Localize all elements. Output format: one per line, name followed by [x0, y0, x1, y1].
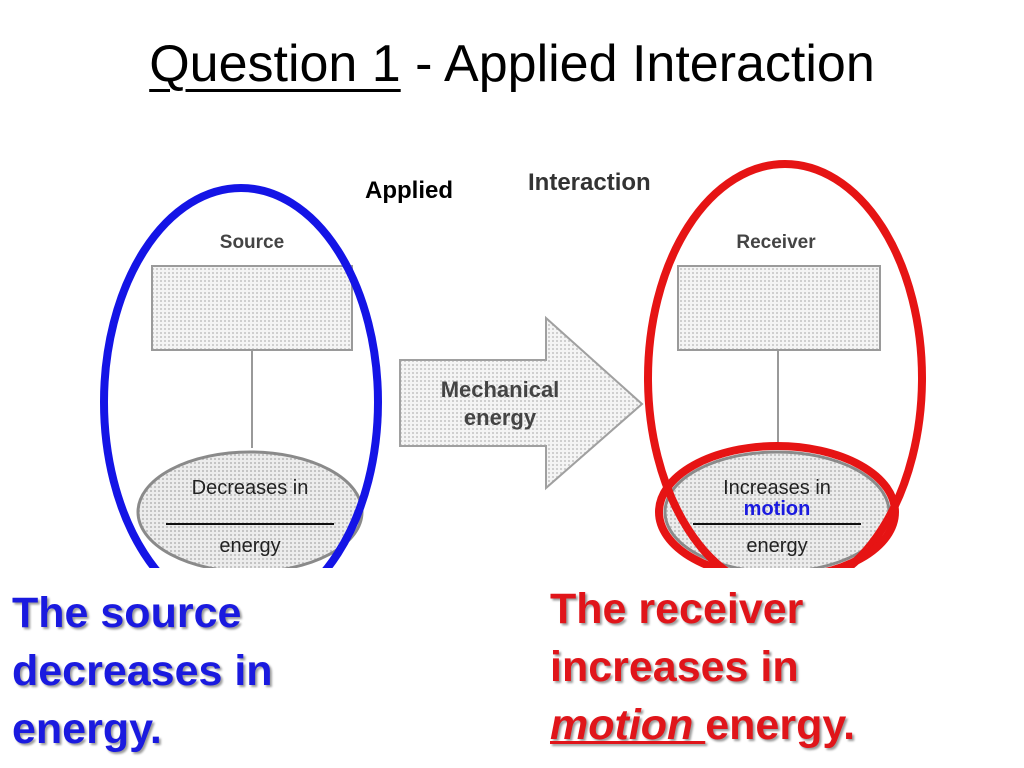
receiver-fill-word: motion — [744, 498, 811, 520]
slide-title: Question 1 - Applied Interaction — [0, 34, 1024, 94]
source-caption-line-3: energy. — [12, 705, 162, 753]
receiver-caption: The receiver increases in motion energy. — [550, 580, 855, 754]
receiver-caption-line-2: increases in — [550, 643, 799, 691]
source-caption: The source decreases in energy. — [12, 584, 273, 758]
interaction-label: Interaction — [528, 169, 651, 196]
receiver-caption-motion-word: motion — [550, 701, 706, 749]
source-label: Source — [220, 232, 284, 253]
title-rest: - Applied Interaction — [400, 35, 875, 93]
arrow-text-bottom: energy — [464, 405, 537, 430]
receiver-label: Receiver — [736, 232, 816, 253]
receiver-caption-line-3: motion energy. — [550, 696, 855, 754]
receiver-box — [677, 265, 881, 351]
applied-label: Applied — [365, 177, 453, 204]
source-oval-text-top: Decreases in — [192, 477, 309, 499]
caption-background — [0, 568, 1024, 768]
receiver-oval-text-top: Increases in — [723, 477, 831, 499]
receiver-caption-line-1: The receiver — [550, 585, 804, 633]
receiver-caption-tail: energy. — [705, 701, 856, 749]
arrow-text-top: Mechanical — [441, 377, 560, 402]
mechanical-energy-arrow — [399, 315, 644, 491]
source-box — [151, 265, 353, 351]
source-caption-line-2: decreases in — [12, 647, 273, 695]
source-caption-line-1: The source — [12, 589, 242, 637]
source-oval-text-bottom: energy — [219, 535, 280, 557]
title-question-number: Question 1 — [149, 35, 401, 93]
receiver-oval-text-bottom: energy — [746, 535, 807, 557]
